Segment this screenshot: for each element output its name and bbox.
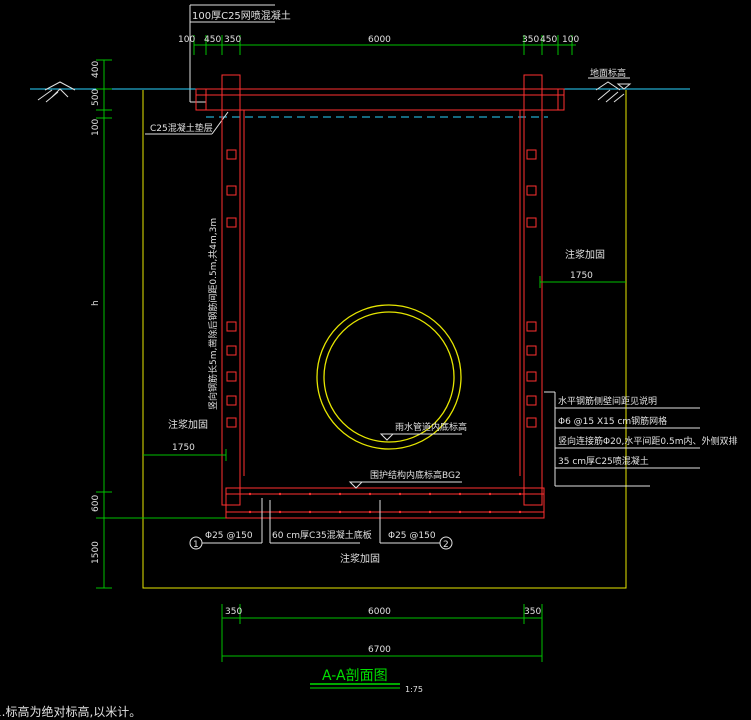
grout-left-width: 1750: [172, 443, 195, 453]
pipe-elevation-callout: 雨水管道内底标高: [379, 421, 467, 441]
dim-100-vertical: 100: [91, 119, 101, 136]
top-note: 100厚C25网喷混凝土: [189, 4, 291, 103]
right-notes: 水平钢筋侧壁间距见说明 Φ6 @15 X15 cm钢筋网格 竖向连接筋Φ20,水…: [544, 391, 737, 487]
left-vertical-note: 竖向钢筋长5m,凿除后钢筋间距0.5m,共4m,3m: [207, 218, 219, 410]
left-dimension-chain: [96, 59, 226, 589]
left-pile: [221, 74, 241, 506]
bottom-slab: [225, 487, 545, 519]
bottom-dimension-chain: [221, 604, 543, 662]
rebar-left-label: Φ25 @150: [205, 531, 253, 541]
rebar-marker-2: 2: [443, 540, 449, 550]
slab-rebar-dots: [248, 492, 522, 514]
grout-zone: [142, 90, 627, 589]
inner-wall-lines: [239, 110, 525, 480]
pile-rebar-marks: [226, 149, 537, 428]
grout-left-callout: 注浆加固 1750: [143, 418, 227, 461]
right-note-1: 水平钢筋侧壁间距见说明: [558, 395, 657, 407]
c25-layer-label: C25混凝土垫层: [150, 122, 213, 134]
dim-350-right: 350: [522, 35, 539, 45]
right-note-2: Φ6 @15 X15 cm钢筋网格: [558, 415, 667, 427]
dim-600-left: 600: [91, 495, 101, 512]
grout-right-label: 注浆加固: [565, 248, 605, 261]
dim-350-bottom-right: 350: [524, 607, 541, 617]
rain-pipe: [316, 304, 462, 450]
dim-500-left: 500: [91, 89, 101, 106]
top-cut-text: 100厚C25网喷混凝土: [192, 9, 291, 22]
dim-100-right: 100: [562, 35, 579, 45]
bottom-slab-label: 60 cm厚C35混凝土底板: [272, 529, 372, 541]
right-pile: [523, 74, 543, 506]
enclosure-elev-label: 围护结构内底标高BG2: [370, 469, 461, 481]
section-scale: 1:75: [405, 685, 423, 694]
dim-6000-bottom: 6000: [368, 607, 391, 617]
dim-400-left: 400: [91, 61, 101, 78]
ground-level-label: 地面标高: [590, 67, 626, 79]
grout-bottom-label: 注浆加固: [340, 552, 380, 565]
grout-right-callout: 注浆加固 1750: [539, 248, 626, 288]
dim-450-right: 450: [540, 35, 557, 45]
ring-beam: [195, 88, 565, 111]
grout-right-width: 1750: [570, 271, 593, 281]
section-title: A-A剖面图: [322, 668, 388, 684]
dim-6700-total: 6700: [368, 645, 391, 655]
section-title-block: A-A剖面图 1:75: [310, 668, 423, 694]
top-dimension-chain: [193, 35, 576, 55]
rebar-callouts: [189, 498, 453, 550]
dim-6000-top: 6000: [368, 35, 391, 45]
right-note-4: 35 cm厚C25喷混凝土: [558, 455, 649, 467]
dim-350-left: 350: [224, 35, 241, 45]
dim-h: h: [91, 300, 101, 306]
rebar-right-label: Φ25 @150: [388, 531, 436, 541]
footnote: 1.标高为绝对标高,以米计。: [0, 704, 141, 719]
right-note-3: 竖向连接筋Φ20,水平间距0.5m内、外侧双排: [558, 435, 737, 447]
dim-350-bottom-left: 350: [225, 607, 242, 617]
c25-layer-callout: C25混凝土垫层: [145, 111, 229, 135]
dim-1500-left: 1500: [91, 541, 101, 564]
dim-100-left: 100: [178, 35, 195, 45]
rebar-marker-1: 1: [193, 540, 199, 550]
pipe-elev-label: 雨水管道内底标高: [395, 421, 467, 433]
grout-left-label: 注浆加固: [168, 418, 208, 431]
ground-line: 地面标高: [30, 67, 690, 103]
enclosure-elevation-callout: 围护结构内底标高BG2: [348, 469, 462, 489]
dim-450-left: 450: [204, 35, 221, 45]
